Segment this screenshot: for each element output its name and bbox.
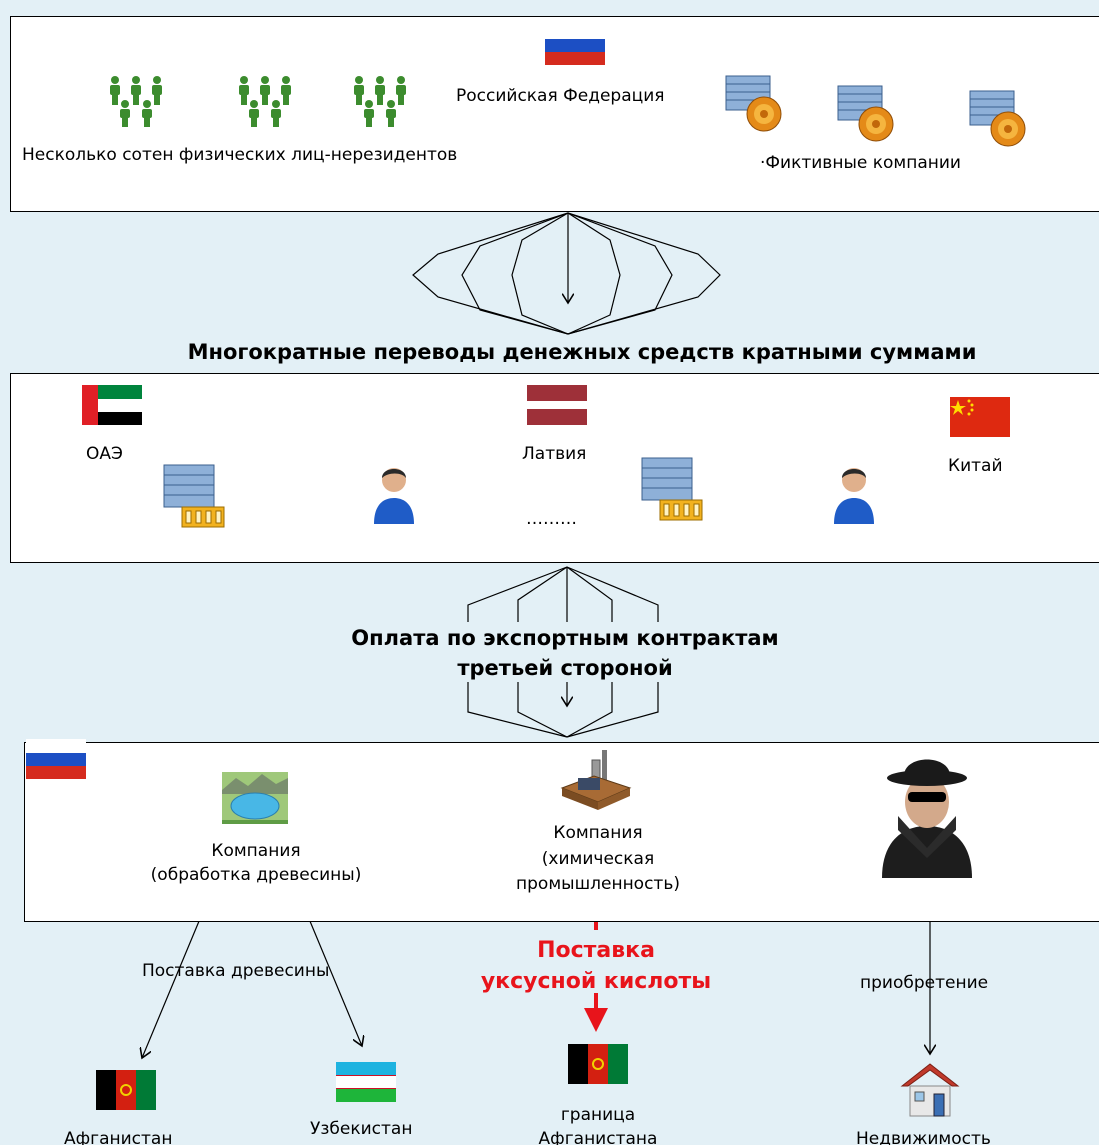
dots-label: ……… (526, 509, 577, 529)
chem-company-label-line2: (химическая (541, 849, 655, 869)
uzbekistan-flag-icon (336, 1062, 396, 1102)
fan-connector-top (412, 212, 721, 335)
businessman-icon (834, 468, 874, 524)
acid-supply-label-line1: Поставка (537, 938, 655, 963)
wood-company-label-line1: Компания (211, 841, 301, 861)
acid-supply-label-line2: уксусной кислоты (480, 969, 712, 994)
country-label-russia: Российская Федерация (456, 86, 665, 106)
persons-label: Несколько сотен физических лиц-нерезиден… (22, 145, 458, 165)
factory-icon (560, 750, 632, 810)
fan-connector-bottom (467, 566, 659, 738)
acquisition-label: приобретение (860, 973, 989, 993)
house-icon (900, 1063, 960, 1117)
payment-label-line2: третьей стороной (457, 656, 673, 680)
bank-server-icon (641, 457, 703, 521)
uae-flag-icon (82, 385, 142, 425)
afghanistan-label: Афганистан (64, 1129, 173, 1145)
uae-label: ОАЭ (86, 444, 123, 464)
china-flag-icon (950, 397, 1010, 437)
real-estate-label: Недвижимость (856, 1129, 991, 1145)
transfers-label: Многократные переводы денежных средств к… (187, 340, 977, 364)
people-group-icon (110, 76, 162, 127)
chem-company-label-line3: промышленность) (516, 874, 680, 894)
uzbekistan-label: Узбекистан (310, 1119, 413, 1139)
shell-company-icon (837, 85, 894, 142)
shell-company-icon (969, 90, 1026, 147)
people-group-icon (239, 76, 291, 127)
shell-company-icon (725, 75, 782, 132)
afghan-border-label-line1: граница (560, 1105, 636, 1125)
spy-icon (882, 759, 972, 878)
russia-flag-icon (545, 25, 605, 65)
wood-company-label-line2: (обработка древесины) (150, 865, 362, 885)
latvia-label: Латвия (522, 444, 587, 464)
payment-label-line1: Оплата по экспортным контрактам (351, 626, 779, 650)
chem-company-label-line1: Компания (553, 823, 643, 843)
russia-flag-icon (26, 739, 86, 779)
afghan-border-label-line2: Афганистана (538, 1129, 658, 1145)
people-group-icon (354, 76, 406, 127)
bank-server-icon (163, 464, 225, 528)
latvia-flag-icon (527, 385, 587, 425)
shells-label: ·Фиктивные компании (760, 153, 961, 173)
afghanistan-flag-icon (568, 1044, 628, 1084)
businessman-icon (374, 468, 414, 524)
china-label: Китай (948, 456, 1003, 476)
wood-supply-label: Поставка древесины (142, 961, 330, 981)
lake-icon (222, 772, 288, 824)
afghanistan-flag-icon (96, 1070, 156, 1110)
